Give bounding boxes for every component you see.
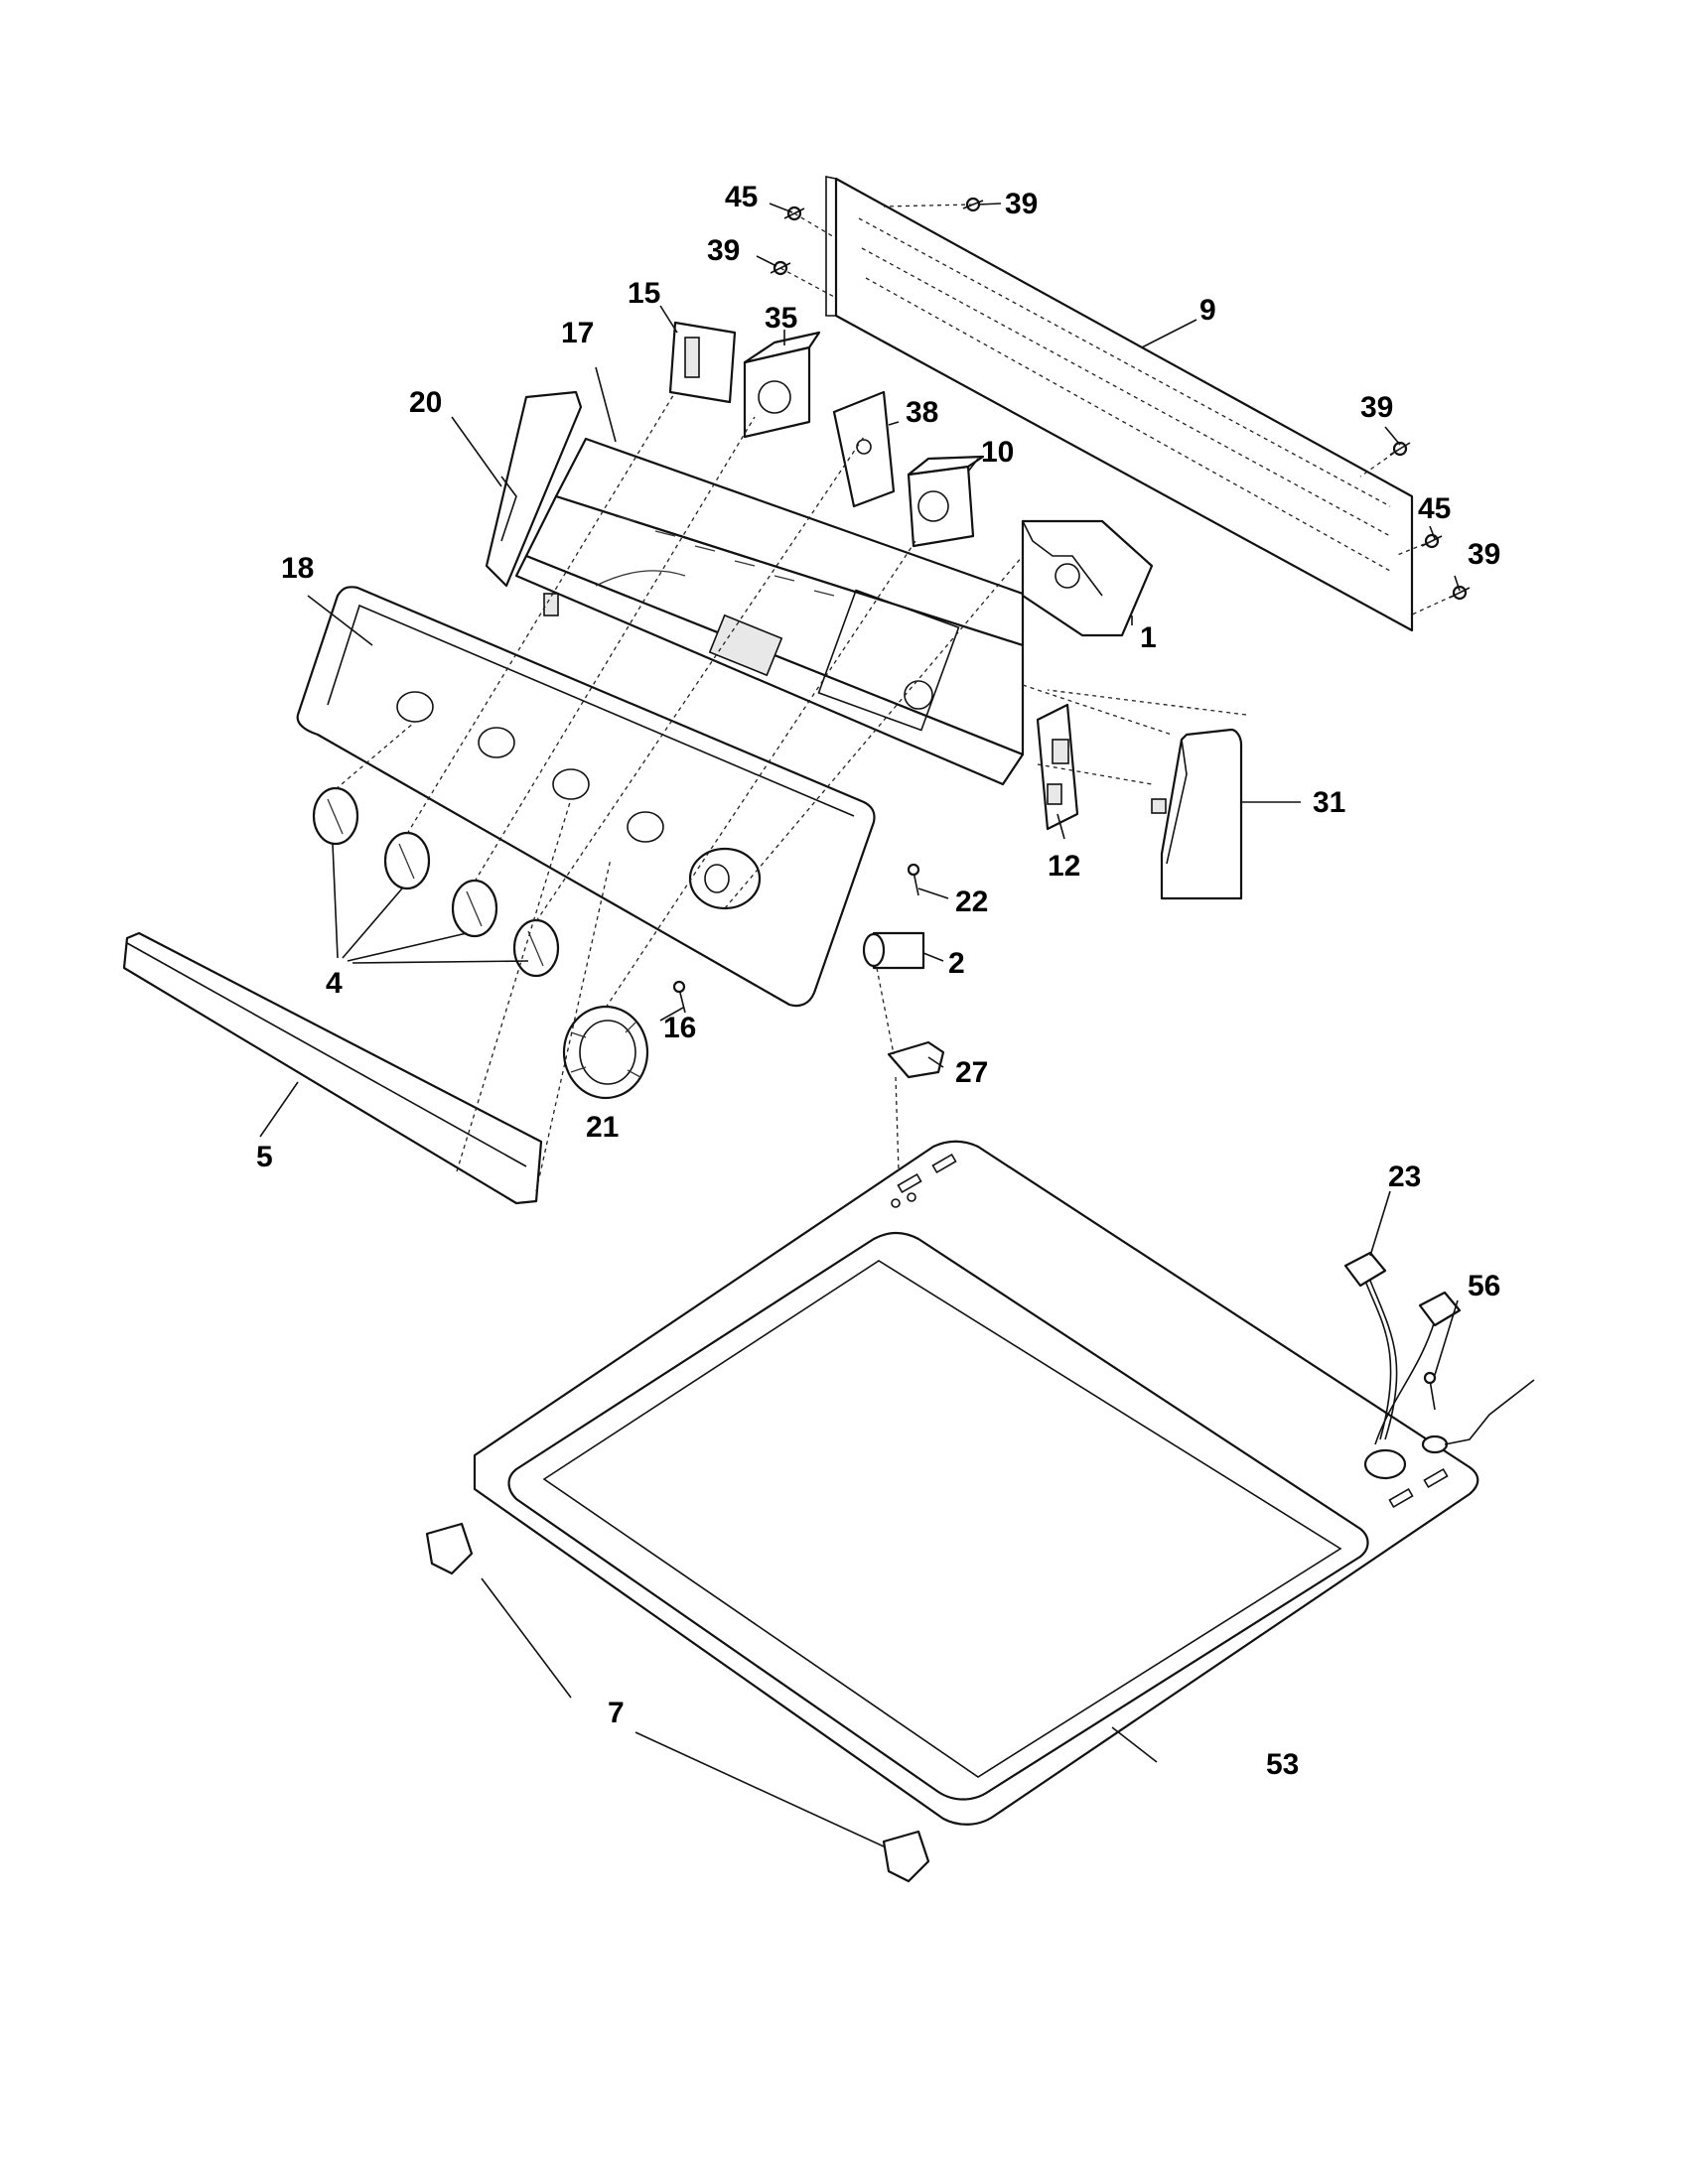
callout-45-right: 45 — [1418, 492, 1451, 525]
callout-45-top: 45 — [725, 181, 758, 213]
callout-27: 27 — [955, 1056, 988, 1089]
wire-harness-part-23 — [1343, 1251, 1462, 1445]
screw-part-22 — [907, 863, 920, 896]
timer-part-10 — [907, 455, 985, 548]
top-panel-part-53 — [473, 1140, 1479, 1826]
circuit-board-part-12 — [1036, 703, 1079, 831]
trim-strip-part-5 — [122, 931, 543, 1205]
callout-16: 16 — [663, 1012, 696, 1044]
control-module-part-1 — [1021, 519, 1154, 637]
timer-part-35 — [743, 331, 821, 439]
clip-part-27 — [887, 1040, 945, 1079]
switch-part-15 — [668, 321, 737, 404]
callout-39-right-upper: 39 — [1360, 391, 1393, 424]
clip-part-7-lower — [882, 1830, 930, 1883]
callout-38: 38 — [906, 396, 938, 429]
callout-12: 12 — [1048, 850, 1080, 883]
callout-15: 15 — [628, 277, 660, 310]
callout-4: 4 — [326, 967, 343, 1000]
callout-31: 31 — [1313, 786, 1345, 819]
ground-wire-part-56 — [1421, 1371, 1535, 1454]
callout-10: 10 — [981, 436, 1014, 469]
leader-lines — [259, 203, 1461, 1847]
callout-21: 21 — [586, 1111, 619, 1144]
callout-56: 56 — [1468, 1270, 1500, 1302]
callout-35: 35 — [765, 302, 797, 335]
callout-9: 9 — [1199, 294, 1216, 327]
knob-part-21 — [562, 1005, 649, 1100]
knobs-part-4 — [312, 786, 560, 978]
callout-22: 22 — [955, 886, 988, 918]
rear-panel-part-9 — [825, 176, 1414, 632]
callout-18: 18 — [281, 552, 314, 585]
callout-53: 53 — [1266, 1748, 1299, 1781]
left-end-cap-part-20 — [485, 390, 583, 588]
bracket-part-38 — [832, 390, 896, 508]
right-end-cap-part-31 — [1151, 728, 1243, 900]
callout-39-right-lower: 39 — [1468, 538, 1500, 571]
callout-1: 1 — [1140, 621, 1157, 654]
screw-part-16 — [672, 980, 686, 1014]
callout-17: 17 — [561, 317, 594, 349]
callout-20: 20 — [409, 386, 442, 419]
callout-labels: 45 39 39 15 35 9 17 20 38 10 39 45 39 18… — [256, 181, 1500, 1781]
connector-part-2 — [862, 931, 925, 970]
control-panel-overlay-part-18 — [296, 586, 876, 1008]
callout-7: 7 — [608, 1697, 625, 1729]
callout-2: 2 — [948, 947, 965, 980]
control-console-part-17 — [514, 437, 1025, 786]
callout-5: 5 — [256, 1141, 273, 1173]
callout-23: 23 — [1388, 1160, 1421, 1193]
callout-39-top-left: 39 — [707, 234, 740, 267]
clip-part-7-upper — [425, 1522, 474, 1575]
callout-39-top-right: 39 — [1005, 188, 1038, 220]
